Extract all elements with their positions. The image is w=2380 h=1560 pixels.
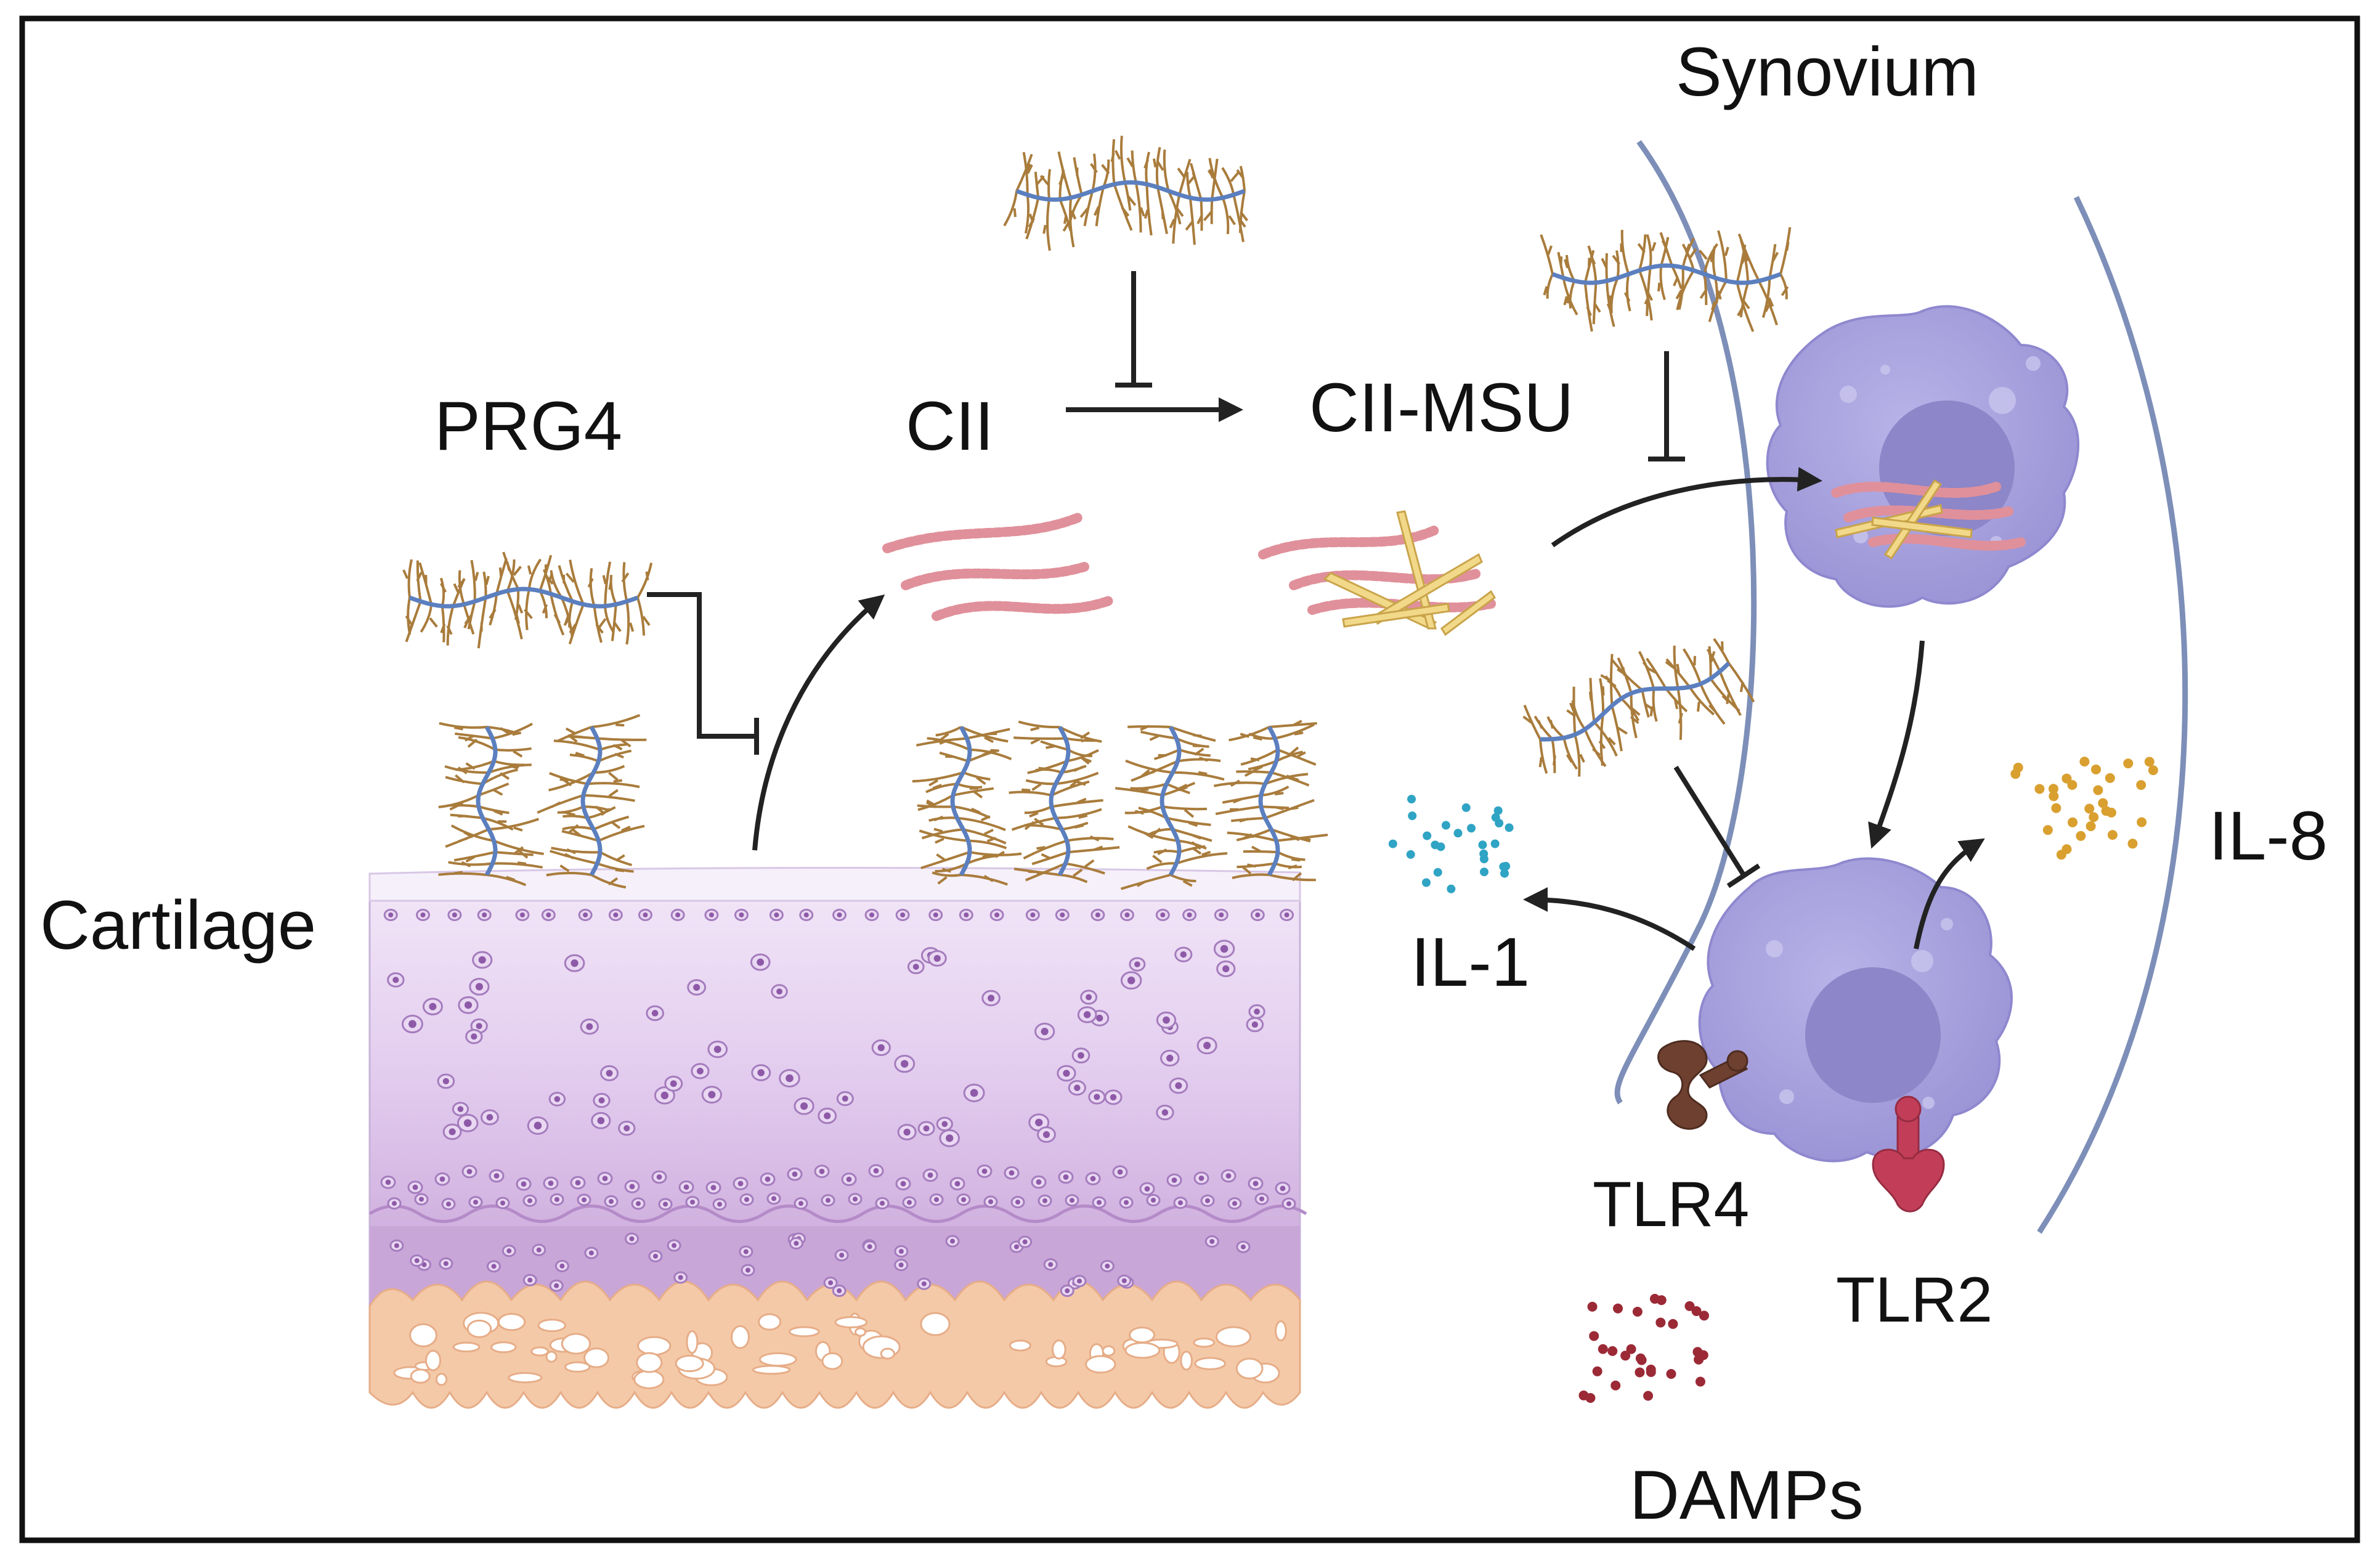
tlr4-label: TLR4: [1593, 1169, 1749, 1240]
il8-label: IL-8: [2209, 797, 2328, 874]
macrophage-lower: [1698, 857, 2013, 1163]
prg4-bound-6: [1213, 720, 1328, 882]
subchondral-bone: [368, 1280, 1301, 1409]
cartilage-tissue: [368, 866, 1307, 1409]
synovium-membrane-outer: [2037, 196, 2188, 1234]
macrophage-upper: [1766, 305, 2079, 608]
tlr2-label: TLR2: [1836, 1264, 1992, 1336]
cartilage-label: Cartilage: [40, 887, 316, 964]
prg4-inhibitor-right: [1540, 227, 1792, 332]
prg4-inhibits-cii-release: [647, 592, 757, 739]
cii-label: CII: [906, 388, 994, 465]
nucleus-lower: [1805, 967, 1941, 1103]
inhibition-bar-4: [1726, 863, 1761, 888]
il1-release-arrow: [1523, 887, 1696, 951]
il1-cytokine-dots: [1388, 795, 1514, 893]
prg4-bound-1: [438, 721, 544, 887]
prg4-bound-2: [537, 713, 647, 889]
il8-cytokine-dots: [2010, 757, 2158, 860]
nucleus-upper: [1879, 400, 2015, 536]
arrows: [647, 271, 1985, 951]
msu-crystals: [1323, 510, 1496, 636]
prg4-bound-3: [912, 726, 1022, 886]
cii-fibers: [882, 513, 1114, 621]
tlr2-receptor: [1872, 1095, 1945, 1213]
damps-label: DAMPs: [1630, 1456, 1864, 1534]
uptake-arrow: [1551, 466, 1822, 548]
synovium-membrane-inner: [1614, 140, 1757, 1105]
cii-release-arrow: [752, 594, 885, 851]
damps-dots: [1578, 1294, 1709, 1404]
cii-msu-complex: [1258, 510, 1496, 636]
tlr4-receptor: [1657, 1040, 1748, 1130]
lower-inhibition-line: [1673, 765, 1746, 877]
prg4-bound-5: [1115, 725, 1228, 890]
cii-msu-label: CII-MSU: [1309, 369, 1574, 446]
activation-arrow: [1868, 640, 1925, 849]
il1-label: IL-1: [1411, 924, 1530, 1001]
prg4-inhibitor-top: [1003, 136, 1249, 251]
il8-release-arrow: [1914, 838, 1985, 949]
prg4-molecule: [402, 551, 653, 649]
synovium-label: Synovium: [1676, 33, 1979, 110]
prg4-bound-4: [1009, 720, 1120, 884]
prg4-label: PRG4: [434, 388, 622, 465]
prg4-inhibitor-lower: [1522, 638, 1755, 777]
